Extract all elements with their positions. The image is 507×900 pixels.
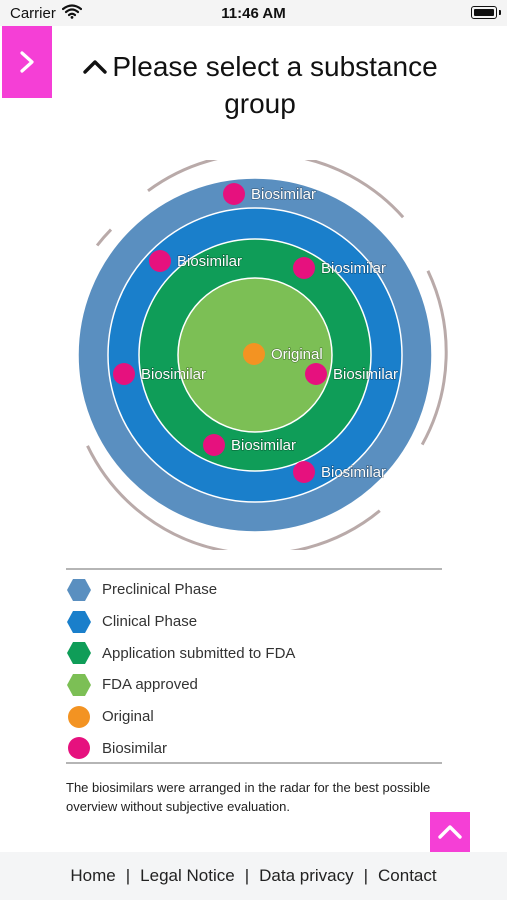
- marker-dot: [223, 183, 245, 205]
- marker-biosimilar[interactable]: Biosimilar: [293, 257, 387, 279]
- marker-biosimilar[interactable]: Biosimilar: [293, 461, 387, 483]
- battery-icon: [471, 6, 497, 19]
- marker-dot: [293, 461, 315, 483]
- footer-separator: |: [244, 866, 250, 885]
- hexagon-icon: [67, 642, 91, 665]
- scroll-to-top-button[interactable]: [430, 812, 470, 852]
- hexagon-icon: [67, 610, 91, 633]
- arrangement-note: The biosimilars were arranged in the rad…: [66, 780, 431, 814]
- marker-label: Biosimilar: [251, 186, 316, 203]
- marker-label: Biosimilar: [333, 366, 398, 383]
- dot-icon: [68, 737, 90, 760]
- legend-item: Clinical Phase: [66, 606, 442, 638]
- marker-dot: [203, 434, 225, 456]
- footer-link-home[interactable]: Home: [70, 866, 116, 885]
- radar-outer-arcs: [86, 160, 448, 550]
- legend-item: Preclinical Phase: [66, 574, 442, 606]
- marker-biosimilar[interactable]: Biosimilar: [223, 183, 317, 205]
- battery-tip: [499, 10, 501, 15]
- marker-dot: [243, 343, 265, 365]
- legend-label: Application submitted to FDA: [102, 644, 296, 662]
- marker-label: Original: [271, 346, 323, 363]
- marker-label: Biosimilar: [321, 464, 386, 481]
- legend-item: Application submitted to FDA: [66, 637, 442, 669]
- marker-label: Biosimilar: [177, 253, 242, 270]
- legend-item: Original: [66, 701, 442, 733]
- marker-dot: [293, 257, 315, 279]
- footer-separator: |: [363, 866, 369, 885]
- status-bar: Carrier 11:46 AM: [0, 0, 507, 26]
- marker-dot: [305, 363, 327, 385]
- wifi-icon: [61, 4, 83, 23]
- chevron-right-icon: [20, 51, 34, 73]
- legend-bottom-divider: [66, 762, 442, 764]
- carrier-label: Carrier: [10, 5, 56, 22]
- footer: Home | Legal Notice | Data privacy | Con…: [0, 852, 507, 900]
- marker-label: Biosimilar: [321, 260, 386, 277]
- legend-label: Clinical Phase: [102, 613, 198, 631]
- marker-biosimilar[interactable]: Biosimilar: [305, 363, 399, 385]
- legend-item: Biosimilar: [66, 732, 442, 764]
- legend-top-divider: [66, 568, 442, 570]
- footer-link-legal-notice[interactable]: Legal Notice: [140, 866, 235, 885]
- page-title-text: Please select a substance group: [112, 51, 438, 119]
- legend-label: Preclinical Phase: [102, 581, 218, 599]
- clock: 11:46 AM: [221, 5, 286, 22]
- hexagon-icon: [67, 673, 91, 696]
- chevron-up-icon[interactable]: [82, 47, 108, 84]
- marker-original[interactable]: Original: [243, 343, 323, 365]
- dot-icon: [68, 705, 90, 728]
- page-header[interactable]: Please select a substance group: [60, 48, 460, 122]
- marker-biosimilar[interactable]: Biosimilar: [149, 250, 243, 272]
- footer-link-data-privacy[interactable]: Data privacy: [259, 866, 354, 885]
- menu-toggle-button[interactable]: [2, 26, 52, 98]
- legend-label: FDA approved: [102, 676, 198, 694]
- legend-label: Original: [102, 708, 154, 726]
- footer-separator: |: [125, 866, 131, 885]
- marker-label: Biosimilar: [231, 437, 296, 454]
- marker-label: Biosimilar: [141, 366, 206, 383]
- marker-dot: [149, 250, 171, 272]
- marker-biosimilar[interactable]: Biosimilar: [113, 363, 207, 385]
- hexagon-icon: [67, 578, 91, 601]
- legend-label: Biosimilar: [102, 739, 168, 757]
- footer-link-contact[interactable]: Contact: [378, 866, 437, 885]
- page-title: Please select a substance group: [60, 48, 460, 122]
- legend-item: FDA approved: [66, 669, 442, 701]
- marker-biosimilar[interactable]: Biosimilar: [203, 434, 297, 456]
- chevron-up-icon: [438, 825, 462, 839]
- marker-dot: [113, 363, 135, 385]
